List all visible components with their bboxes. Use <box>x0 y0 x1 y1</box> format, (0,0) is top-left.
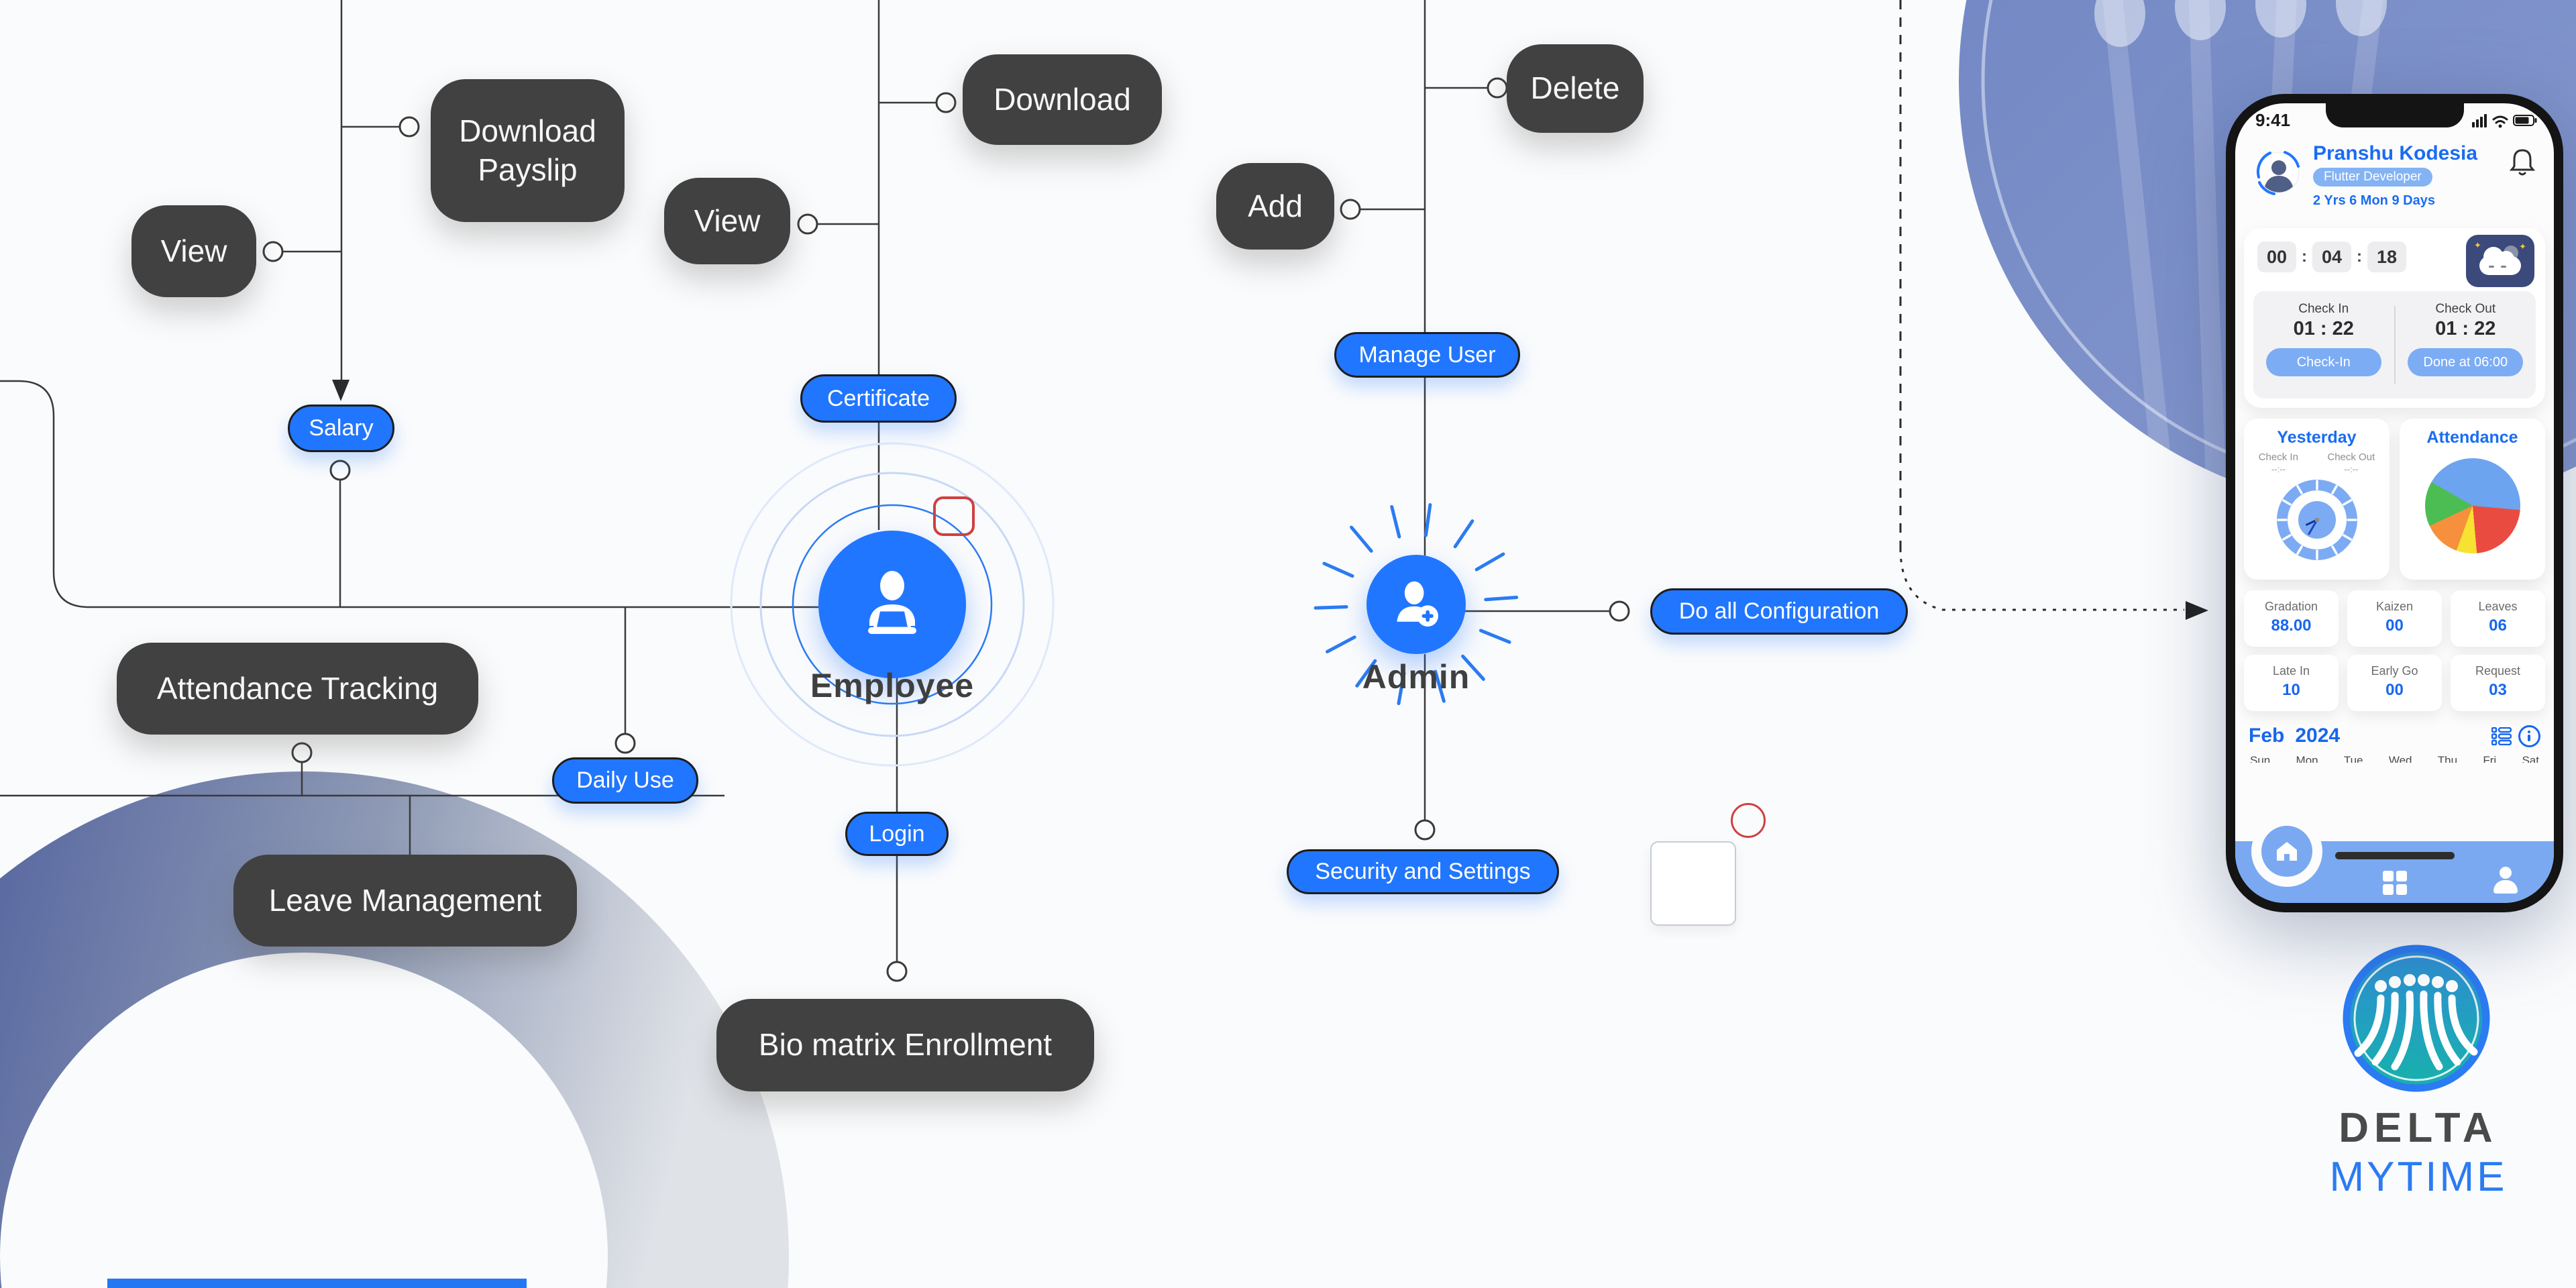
home-button[interactable] <box>2261 826 2312 877</box>
flow-box-attendance-tracking: Attendance Tracking <box>117 643 478 735</box>
month-row: Feb 2024 <box>2249 724 2540 747</box>
profile-header: Pranshu Kodesia Flutter Developer 2 Yrs … <box>2235 141 2554 228</box>
user-name: Pranshu Kodesia <box>2313 142 2478 164</box>
admin-label: Admin <box>1362 658 1470 696</box>
bottom-nav <box>2235 816 2554 903</box>
check-out-label: Check Out <box>2435 302 2496 316</box>
admin-sunburst <box>1313 502 1519 706</box>
month-label[interactable]: Feb <box>2249 724 2285 747</box>
clock-icon <box>2276 480 2357 560</box>
year-label[interactable]: 2024 <box>2295 724 2341 747</box>
list-icon[interactable] <box>2491 727 2512 745</box>
flow-box-add: Add <box>1216 163 1334 250</box>
avatar <box>2250 144 2308 201</box>
red-circle-marker <box>1731 803 1766 838</box>
flow-box-download: Download <box>963 54 1162 145</box>
stat-request: Request 03 <box>2451 655 2545 711</box>
battery-icon <box>2513 115 2537 126</box>
wifi-icon <box>2492 115 2508 124</box>
flow-pill-daily-use: Daily Use <box>552 757 698 804</box>
yesterday-title: Yesterday <box>2277 428 2357 447</box>
phone-screen: 9:41 <box>2235 103 2554 903</box>
check-in-button[interactable]: Check-In <box>2265 348 2381 376</box>
flow-box-bio-matrix-enrollment: Bio matrix Enrollment <box>716 999 1094 1091</box>
flow-pill-security-settings: Security and Settings <box>1287 849 1559 894</box>
employee-node <box>818 531 966 678</box>
stat-kaizen: Kaizen 00 <box>2347 590 2442 647</box>
blue-strip <box>107 1279 527 1288</box>
check-in-time: 01 : 22 <box>2293 318 2354 339</box>
check-in-label: Check In <box>2298 302 2349 316</box>
stat-gradation: Gradation 88.00 <box>2244 590 2339 647</box>
stat-late-in: Late In 10 <box>2244 655 2339 711</box>
attendance-card: Attendance <box>2400 419 2545 580</box>
flow-pill-manage-user: Manage User <box>1334 332 1520 378</box>
attendance-pie-chart <box>2424 458 2520 553</box>
delta-mytime-logo <box>2343 945 2490 1092</box>
arrow-to-phone <box>2186 601 2208 620</box>
person-icon[interactable] <box>2493 867 2518 894</box>
flow-box-leave-management: Leave Management <box>233 855 577 947</box>
grid-icon[interactable] <box>2382 871 2407 895</box>
info-icon[interactable] <box>2518 724 2540 747</box>
admin-node <box>1366 555 1466 654</box>
check-in-out-card: Check In 01 : 22 Check-In Check Out 01 :… <box>2253 291 2536 398</box>
flow-box-download-payslip: Download Payslip <box>431 79 625 222</box>
tenure-text: 2 Yrs 6 Mon 9 Days <box>2313 193 2435 208</box>
home-indicator <box>2334 852 2455 859</box>
person-at-laptop-icon <box>868 571 916 634</box>
white-square-placeholder <box>1650 841 1736 926</box>
stat-leaves: Leaves 06 <box>2451 590 2545 647</box>
flow-box-delete: Delete <box>1507 44 1644 133</box>
flow-pill-certificate: Certificate <box>800 374 957 423</box>
flow-box-view-certificate: View <box>664 178 790 264</box>
status-time: 9:41 <box>2255 109 2291 130</box>
flow-pill-salary: Salary <box>288 405 394 452</box>
brand-wordmark: DELTA MYTIME <box>2308 939 2529 1201</box>
timer-seconds: 18 <box>2367 241 2406 272</box>
timer-minutes: 04 <box>2312 241 2351 272</box>
signal-icon <box>2472 114 2487 127</box>
home-icon <box>2277 842 2297 861</box>
person-add-icon <box>1397 581 1438 627</box>
brand-line-delta: DELTA <box>2339 1105 2498 1151</box>
status-bar: 9:41 <box>2255 109 2539 131</box>
flow-box-view-salary: View <box>131 205 256 297</box>
red-square-marker <box>933 496 975 536</box>
timer-digits: 00 : 04 : 18 <box>2257 241 2406 272</box>
status-icons <box>2472 114 2537 128</box>
night-cloud-icon: ✦ ✦ ✦ ✦ <box>2466 235 2534 287</box>
employee-rings <box>730 442 1055 767</box>
flow-pill-login: Login <box>845 812 949 856</box>
check-out-time: 01 : 22 <box>2435 318 2496 339</box>
weekday-row: Sun Mon Tue Wed Thu Fri Sat <box>2250 754 2539 763</box>
brand-line-mytime: MYTIME <box>2329 1154 2508 1200</box>
yesterday-card: Yesterday Check In --:-- Check Out --:-- <box>2244 419 2390 580</box>
timer-card: 00 : 04 : 18 ✦ ✦ ✦ ✦ Check In 01 : 22 Ch… <box>2244 228 2545 408</box>
timer-hours: 00 <box>2257 241 2296 272</box>
check-out-button[interactable]: Done at 06:00 <box>2408 348 2524 376</box>
phone-notch <box>2325 103 2464 127</box>
flow-pill-do-all-configuration: Do all Configuration <box>1650 588 1908 635</box>
role-badge: Flutter Developer <box>2313 168 2432 186</box>
attendance-title: Attendance <box>2426 428 2518 447</box>
employee-label: Employee <box>810 667 975 704</box>
bell-icon[interactable] <box>2509 146 2536 180</box>
divider <box>2394 306 2396 384</box>
phone-mockup: 9:41 <box>2226 94 2563 912</box>
stat-early-go: Early Go 00 <box>2347 655 2442 711</box>
arrow-into-salary <box>332 380 350 401</box>
